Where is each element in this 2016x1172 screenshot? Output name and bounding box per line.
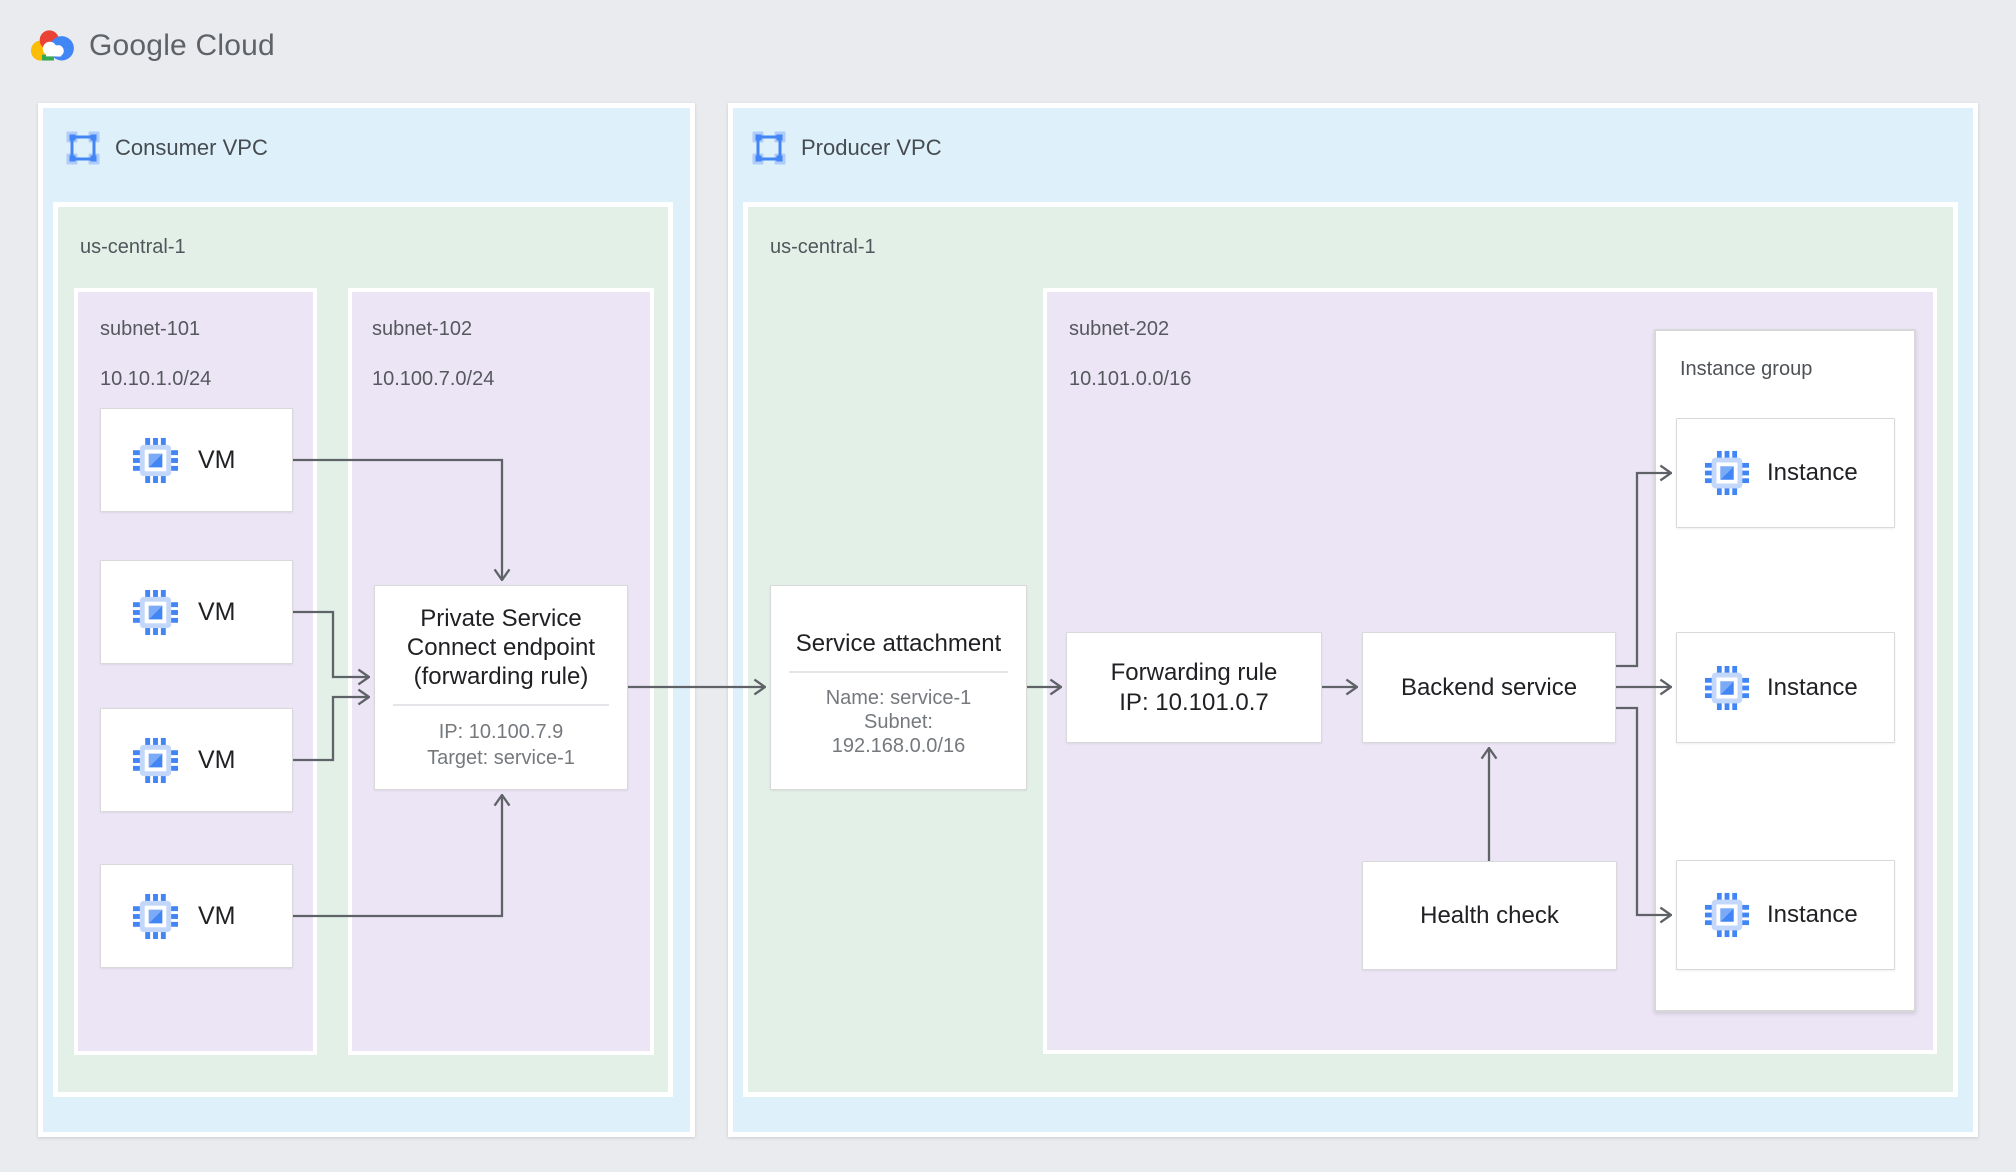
subnet-202-name: subnet-202 <box>1069 318 1170 340</box>
service-attachment-node: Service attachment Name: service-1 Subne… <box>770 585 1027 790</box>
sa-subnet-label: Subnet: <box>864 711 933 733</box>
subnet-102-label: subnet-102 10.100.7.0/24 <box>372 317 494 392</box>
instance-label: Instance <box>1767 459 1858 486</box>
vm-label: VM <box>198 901 236 930</box>
vm-label: VM <box>198 597 236 626</box>
vm-node-3: VM <box>100 708 293 812</box>
psc-endpoint-node: Private Service Connect endpoint (forwar… <box>374 585 628 790</box>
backend-service-node: Backend service <box>1362 632 1616 743</box>
health-check-title: Health check <box>1420 902 1559 929</box>
consumer-region-label: us-central-1 <box>80 236 186 258</box>
subnet-102-name: subnet-102 <box>372 318 473 340</box>
instance-label: Instance <box>1767 673 1858 701</box>
forwarding-rule-node: Forwarding rule IP: 10.101.0.7 <box>1066 632 1322 743</box>
psc-endpoint-title: Private Service Connect endpoint (forwar… <box>407 604 595 691</box>
sa-subnet-cidr: 192.168.0.0/16 <box>831 735 966 757</box>
health-check-node: Health check <box>1362 861 1617 970</box>
psc-target: Target: service-1 <box>427 747 575 769</box>
vm-node-2: VM <box>100 560 293 664</box>
vm-node-1: VM <box>100 408 293 512</box>
compute-engine-icon <box>132 893 179 940</box>
instance-node-2: Instance <box>1676 632 1895 743</box>
google-cloud-icon <box>30 27 76 65</box>
service-attachment-details: Name: service-1 Subnet: 192.168.0.0/16 <box>826 686 972 758</box>
compute-engine-icon <box>1704 665 1750 711</box>
vm-label: VM <box>198 445 236 474</box>
instance-node-1: Instance <box>1676 418 1895 528</box>
subnet-202-cidr: 10.101.0.0/16 <box>1069 368 1192 390</box>
vm-node-4: VM <box>100 864 293 968</box>
backend-service-title: Backend service <box>1400 674 1578 701</box>
divider <box>392 704 610 706</box>
compute-engine-icon <box>132 437 179 484</box>
producer-vpc-title: Producer VPC <box>801 135 942 160</box>
subnet-101-cidr: 10.10.1.0/24 <box>100 368 212 390</box>
instance-label: Instance <box>1767 901 1858 928</box>
consumer-vpc-header: Consumer VPC <box>65 130 268 166</box>
forwarding-rule-title: Forwarding rule <box>1110 658 1278 686</box>
subnet-102-cidr: 10.100.7.0/24 <box>372 368 495 390</box>
divider <box>788 671 1009 673</box>
consumer-vpc-title: Consumer VPC <box>115 135 268 160</box>
vm-label: VM <box>198 745 236 774</box>
psc-title-line: Connect endpoint <box>406 634 596 661</box>
psc-title-line: Private Service <box>420 605 582 632</box>
compute-engine-icon <box>132 737 179 784</box>
subnet-202-label: subnet-202 10.101.0.0/16 <box>1069 317 1191 392</box>
instance-node-3: Instance <box>1676 860 1895 970</box>
forwarding-rule-text: Forwarding rule IP: 10.101.0.7 <box>1111 658 1278 718</box>
compute-engine-icon <box>132 589 179 636</box>
producer-vpc-header: Producer VPC <box>751 130 942 166</box>
subnet-101-label: subnet-101 10.10.1.0/24 <box>100 317 211 392</box>
google-cloud-wordmark: Google Cloud <box>89 29 275 62</box>
subnet-101-name: subnet-101 <box>100 318 201 340</box>
forwarding-rule-ip: IP: 10.101.0.7 <box>1119 688 1269 716</box>
google-cloud-logo: Google Cloud <box>30 27 275 65</box>
compute-engine-icon <box>1704 892 1750 938</box>
psc-endpoint-details: IP: 10.100.7.9 Target: service-1 <box>427 719 575 771</box>
psc-ip: IP: 10.100.7.9 <box>438 721 564 743</box>
producer-region-label: us-central-1 <box>770 236 876 258</box>
instance-group-label: Instance group <box>1680 358 1813 380</box>
service-attachment-title: Service attachment <box>795 630 1002 657</box>
sa-name: Name: service-1 <box>825 687 972 709</box>
vpc-network-icon <box>751 130 787 166</box>
vpc-network-icon <box>65 130 101 166</box>
compute-engine-icon <box>1704 450 1750 496</box>
psc-title-line: (forwarding rule) <box>413 663 589 690</box>
